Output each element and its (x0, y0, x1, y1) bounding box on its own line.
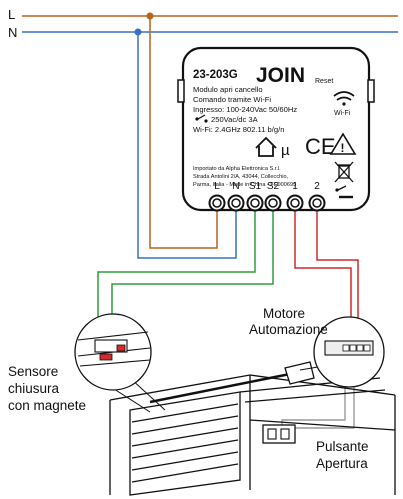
sensor-label-line-3: con magnete (8, 398, 86, 413)
indoor-use-house-icon (255, 136, 277, 157)
spec-line-2: Ingresso: 100-240Vac 50/60Hz (193, 105, 297, 114)
terminal-screw-s2 (264, 194, 282, 212)
line-n-label: N (8, 25, 17, 40)
live-drop-wire (149, 16, 218, 249)
sensor-label-line-2: chiusura (8, 381, 60, 396)
terminal-label-s2: S2 (267, 181, 280, 192)
terminal-screw-n (227, 194, 245, 212)
relay-switch-icon (335, 185, 353, 199)
spec-line-4: Wi-Fi: 2.4GHz 802.11 b/g/n (193, 125, 284, 134)
garage-illustration (109, 361, 396, 496)
terminal-label-s1: S1 (249, 181, 262, 192)
motor-label-line-1: Motore (263, 306, 305, 321)
housing-tab-right (367, 79, 375, 103)
model-number: 23-203G (193, 69, 238, 81)
micro-gap-symbol: µ (281, 142, 290, 159)
importer-line-2: Parma, Italia - Made in China - FE000693 (193, 182, 296, 188)
svg-text:!: ! (341, 141, 345, 155)
terminal-screw-1 (286, 194, 304, 212)
relay-wire-2 (316, 203, 359, 345)
importer-line-1: Strada Antolini 2/A, 43044, Collecchio, (193, 174, 289, 180)
wifi-icon (333, 91, 355, 106)
neutral-drop-wire (137, 32, 237, 259)
importer-line-0: Importato da Alpha Elettronica S.r.l. (193, 166, 281, 172)
terminal-block (208, 194, 326, 212)
button-label-line-1: Pulsante (316, 439, 369, 454)
live-junction-dot (146, 12, 154, 20)
terminal-screw-2 (308, 194, 326, 212)
weee-bin-icon (334, 161, 354, 183)
motor-label-line-2: Automazione (249, 322, 328, 337)
ce-mark: CE (305, 134, 336, 159)
line-l-label: L (8, 7, 15, 22)
terminal-label-n: N (232, 181, 239, 192)
spec-line-0: Modulo apri cancello (193, 85, 263, 94)
reset-label: Reset (315, 78, 333, 85)
warning-triangle-icon: ! (329, 132, 357, 155)
brand-logo: JOIN (256, 64, 305, 87)
relay-contact-icon (195, 114, 208, 123)
terminal-label-l: L (214, 181, 220, 192)
spec-line-3: 250Vac/dc 3A (211, 115, 259, 124)
sensor-wire-s1 (97, 203, 256, 326)
neutral-junction-dot (134, 28, 142, 36)
terminal-screw-l (208, 194, 226, 212)
sensor-wire-s2 (111, 203, 274, 326)
magnet-icon (99, 353, 113, 361)
housing-tab-left (177, 79, 185, 103)
relay-wire-1 (294, 203, 352, 345)
terminal-screw-s1 (246, 194, 264, 212)
sensor-label-line-1: Sensore (8, 364, 58, 379)
terminal-label-2: 2 (314, 181, 320, 192)
motor-callout (299, 316, 385, 388)
wifi-label: Wi-Fi (334, 110, 351, 117)
sensor-callout (74, 313, 166, 413)
spec-line-1: Comando tramite Wi-Fi (193, 95, 271, 104)
wifi-module: 23-203G JOIN Reset Modulo apri cancello … (177, 46, 375, 212)
reed-sensor-icon (116, 344, 126, 352)
push-button (262, 424, 296, 444)
terminal-label-1: 1 (292, 181, 298, 192)
terminal-labels: L N S1 S2 1 2 (214, 181, 320, 192)
button-label-line-2: Apertura (316, 456, 368, 471)
